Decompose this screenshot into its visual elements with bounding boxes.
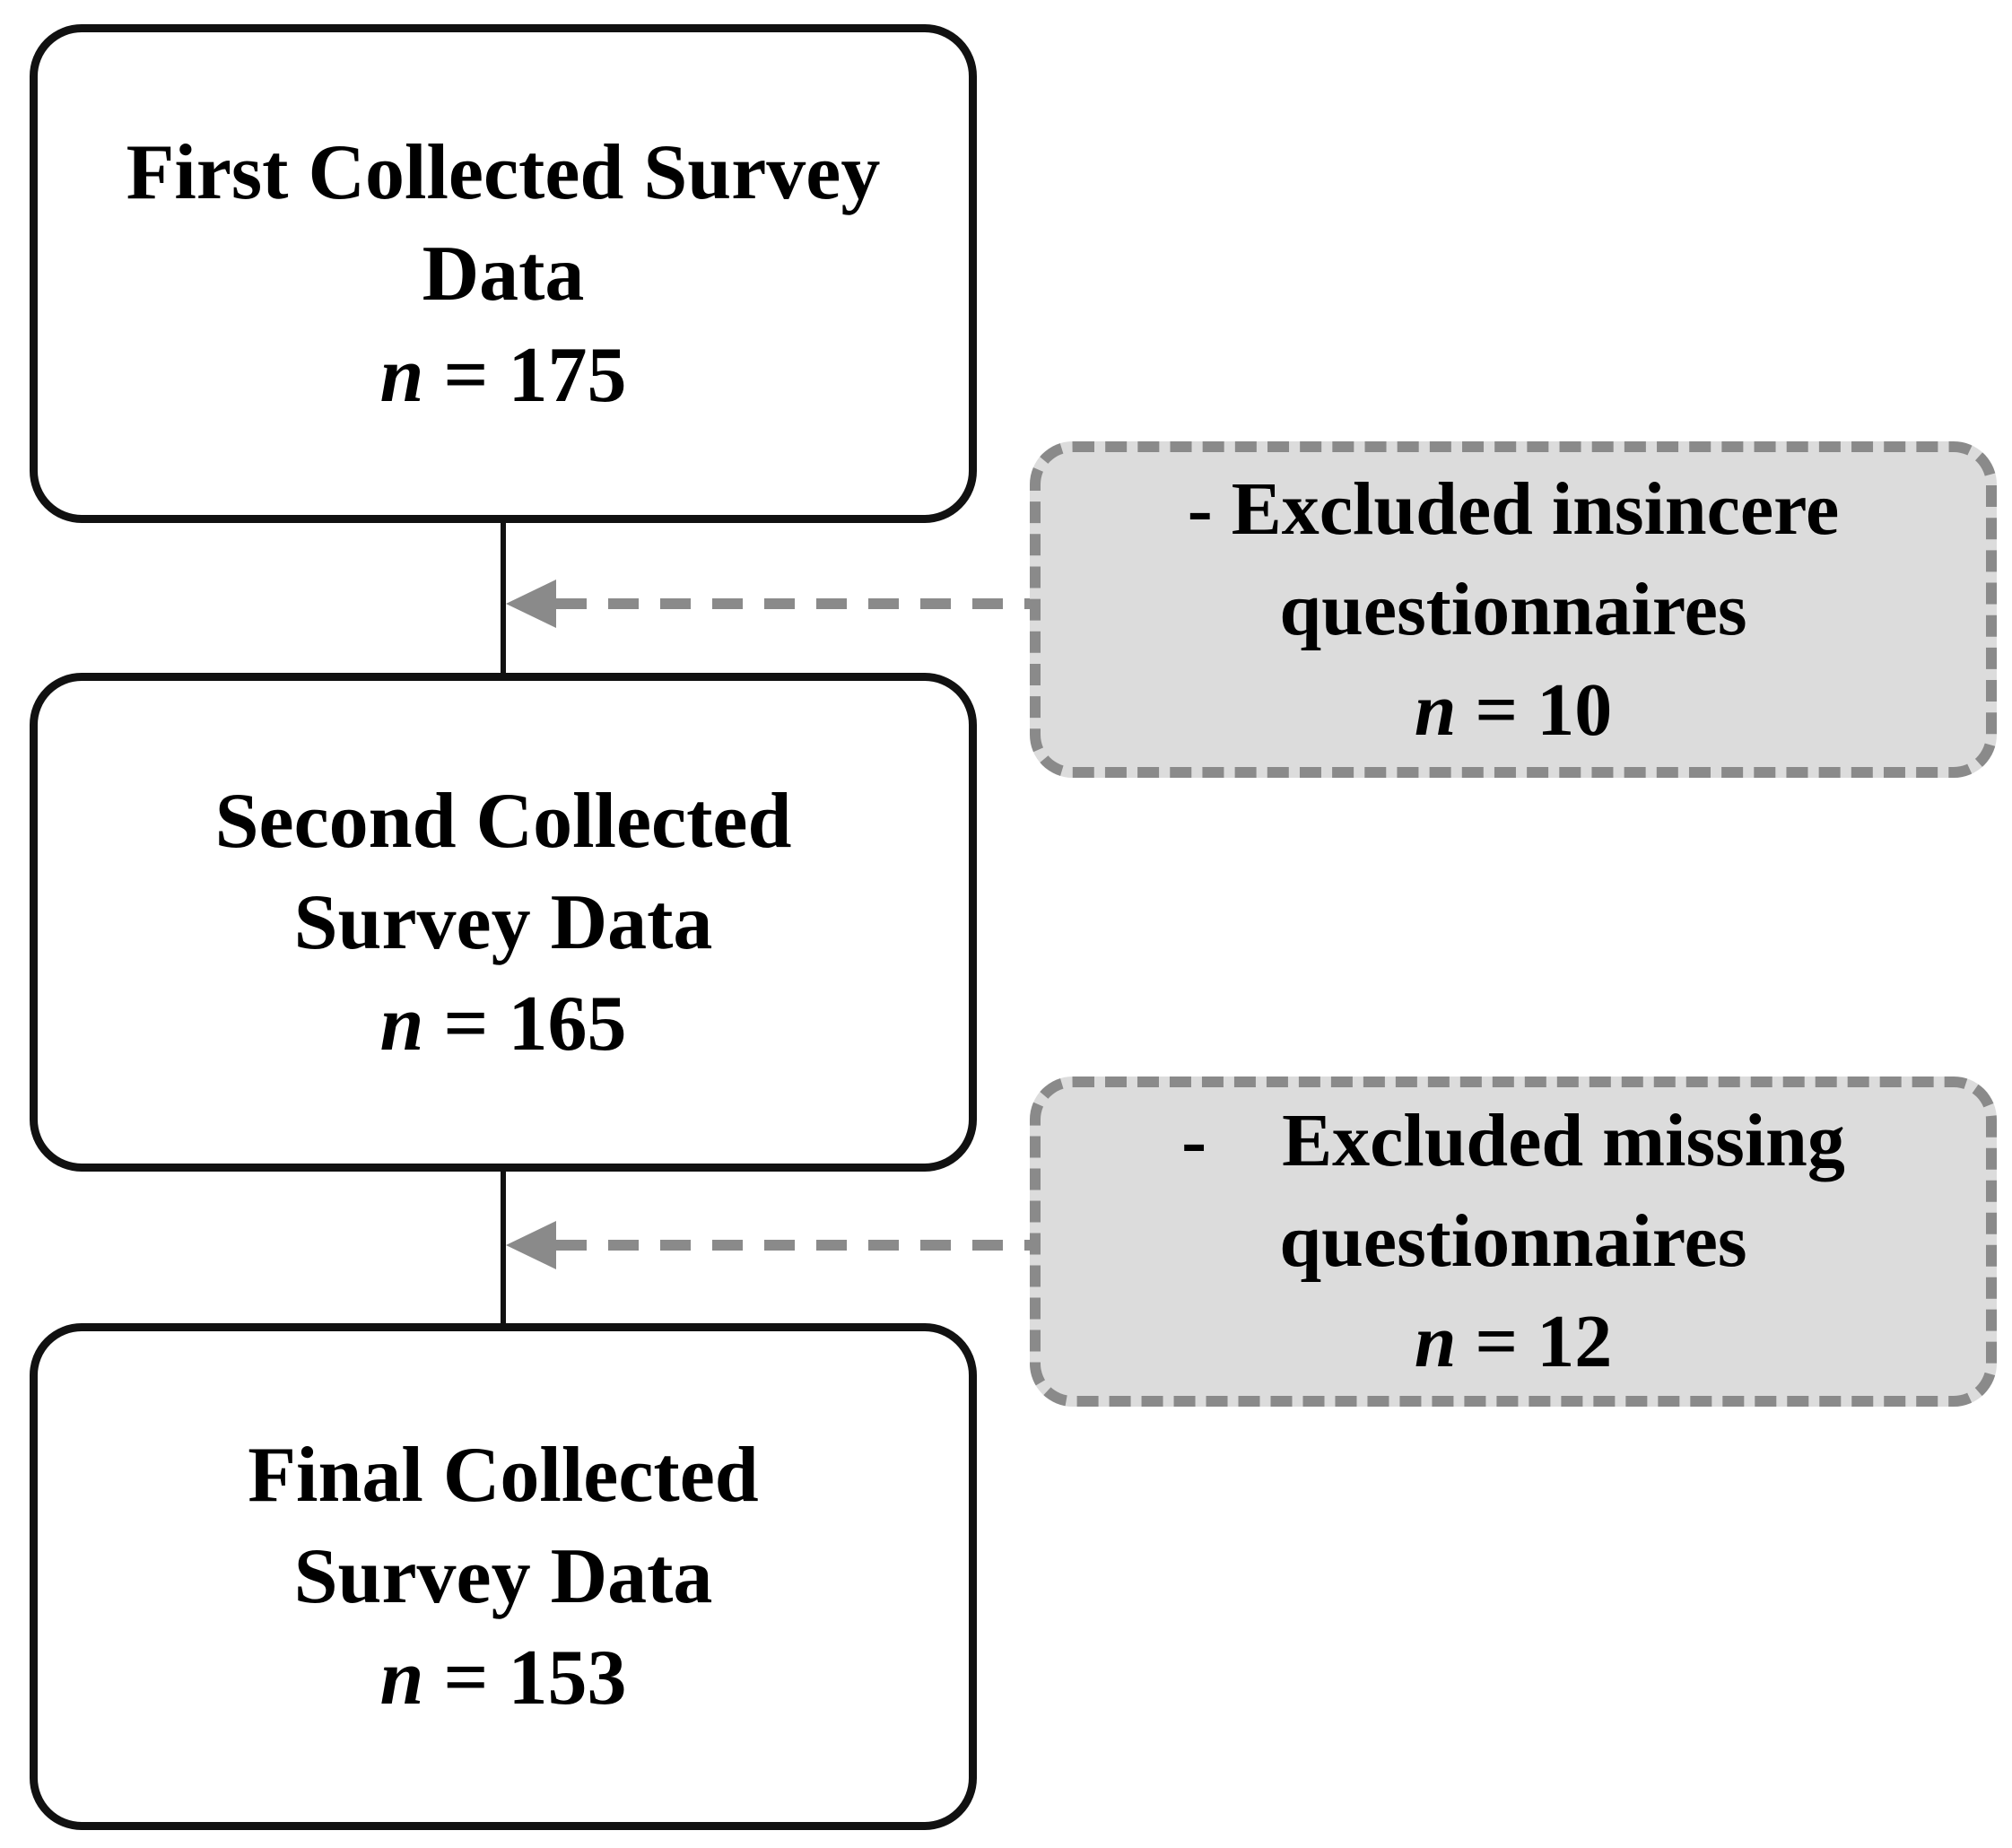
- exclusion-text-line: - Excluded missing: [1181, 1099, 1845, 1182]
- n-symbol: n: [379, 980, 424, 1068]
- sample-size: n = 165: [379, 973, 626, 1075]
- exclusion-box-insincere: - Excluded insincere questionnaires n = …: [1030, 441, 1997, 778]
- n-symbol: n: [1414, 667, 1457, 752]
- arrow-left-icon: [506, 1221, 556, 1269]
- node-title-line: Final Collected: [248, 1432, 759, 1519]
- exclusion-text-line: questionnaires: [1279, 567, 1747, 651]
- sample-size: n = 153: [379, 1627, 626, 1729]
- connector-line-1: [501, 523, 506, 673]
- exclusion-text-line: questionnaires: [1279, 1199, 1747, 1283]
- node-final-collected: Final Collected Survey Data n = 153: [30, 1323, 977, 1830]
- n-value: = 12: [1456, 1300, 1613, 1383]
- n-value: = 165: [423, 980, 627, 1068]
- sample-size: n = 175: [379, 325, 626, 426]
- node-title-line: Survey Data: [293, 1533, 713, 1620]
- dashed-arrow-line-2: [556, 1240, 1030, 1251]
- dashed-arrow-line-1: [556, 598, 1030, 609]
- arrow-left-icon: [506, 580, 556, 628]
- sample-size: n = 10: [1415, 660, 1613, 761]
- n-value: = 175: [423, 331, 627, 419]
- node-title-line: Second Collected: [214, 777, 792, 865]
- node-title-line: Survey Data: [293, 878, 713, 966]
- n-symbol: n: [379, 1634, 424, 1722]
- exclusion-text-line: - Excluded insincere: [1187, 466, 1840, 551]
- node-title-line: Data: [422, 230, 585, 318]
- node-first-collected: First Collected Survey Data n = 175: [30, 24, 977, 523]
- n-value: = 153: [423, 1634, 627, 1722]
- n-symbol: n: [1414, 1300, 1457, 1383]
- exclusion-box-missing: - Excluded missing questionnaires n = 12: [1030, 1077, 1997, 1407]
- n-symbol: n: [379, 331, 424, 419]
- sample-size: n = 12: [1415, 1292, 1613, 1392]
- connector-line-2: [501, 1172, 506, 1324]
- node-title-line: First Collected Survey: [126, 128, 881, 216]
- n-value: = 10: [1456, 667, 1613, 752]
- node-second-collected: Second Collected Survey Data n = 165: [30, 673, 977, 1172]
